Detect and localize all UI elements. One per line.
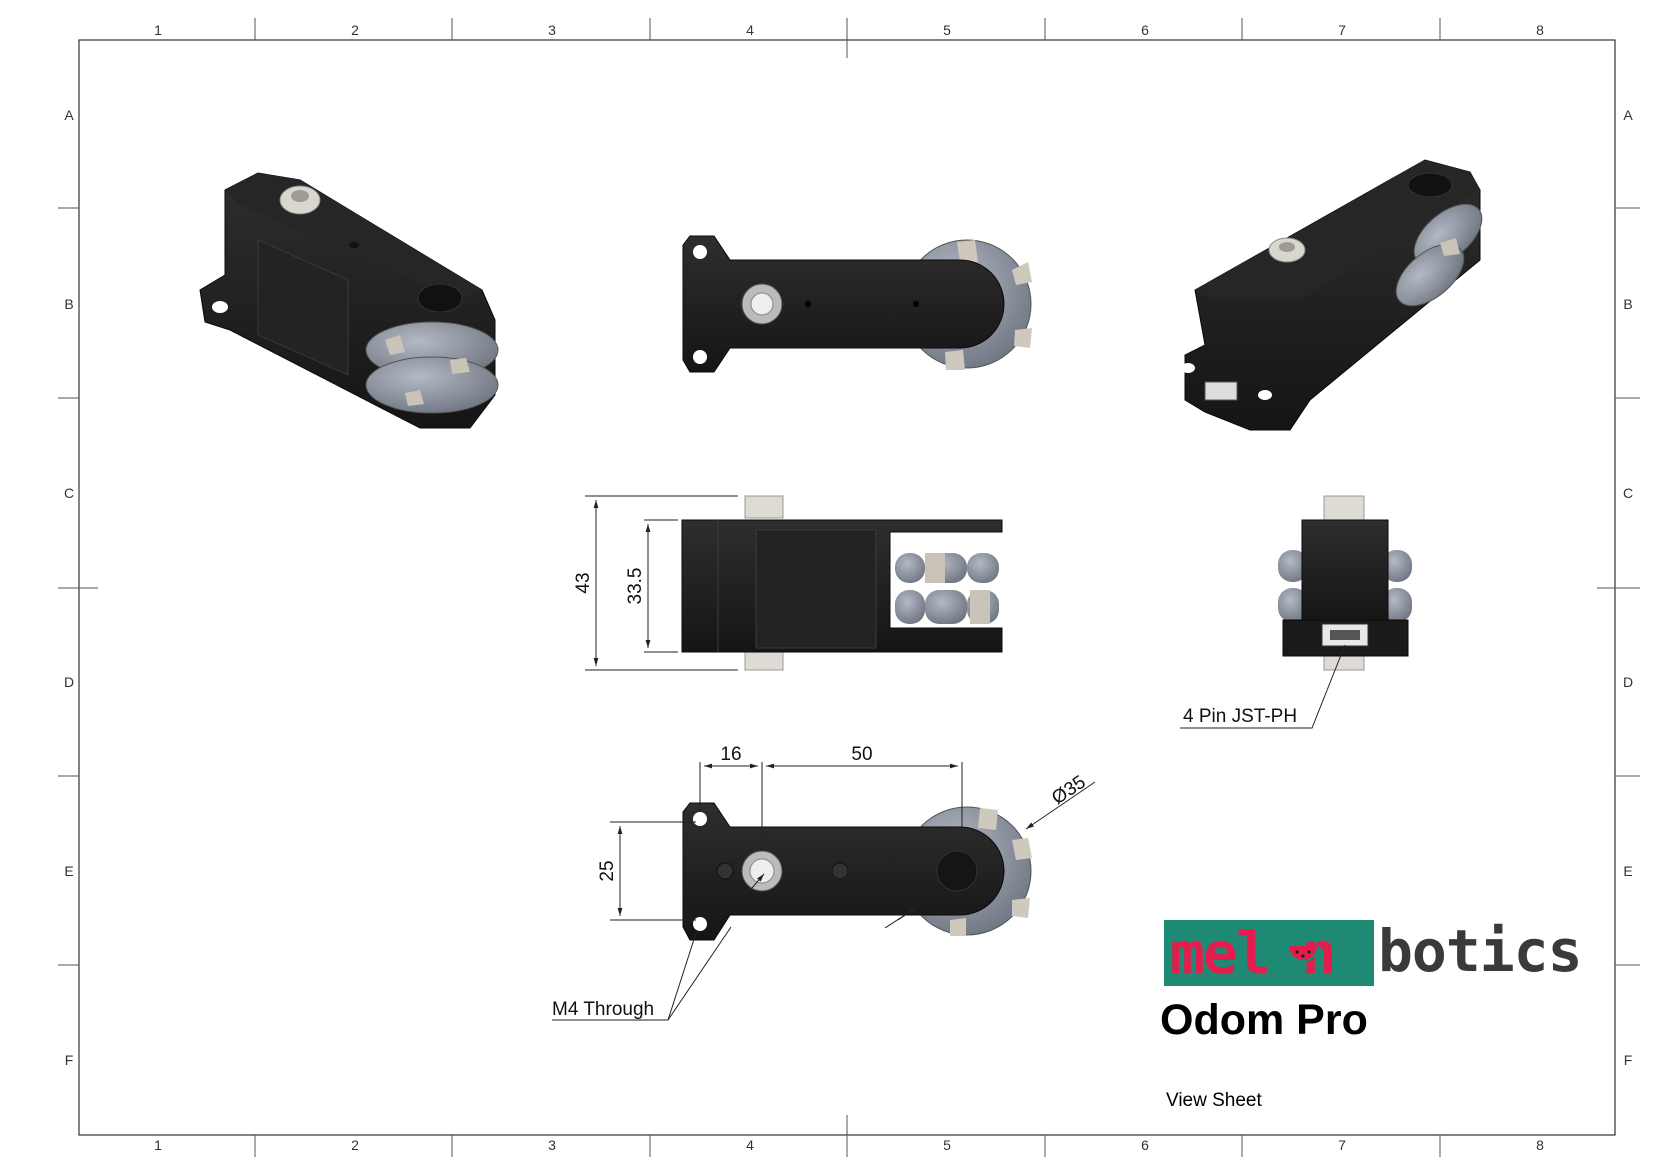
row-labels-right: A B C D E F (1623, 107, 1633, 1068)
col-label-bottom-7: 7 (1338, 1137, 1346, 1153)
logo-botics: botics (1378, 917, 1583, 985)
row-label-right-d: D (1623, 674, 1633, 690)
col-label-bottom-2: 2 (351, 1137, 359, 1153)
col-label-top-5: 5 (943, 22, 951, 38)
sheet-name: View Sheet (1166, 1090, 1262, 1111)
row-labels-left: A B C D E F (64, 107, 74, 1068)
iso-left-wheel (365, 321, 499, 414)
row-label-left-b: B (64, 296, 73, 312)
product-name: Odom Pro (1160, 996, 1368, 1044)
zone-ticks (58, 18, 1640, 1157)
col-label-bottom-4: 4 (746, 1137, 754, 1153)
row-label-left-c: C (64, 485, 74, 501)
col-label-top-8: 8 (1536, 22, 1544, 38)
row-label-left-a: A (64, 107, 74, 123)
row-label-right-e: E (1623, 863, 1632, 879)
dim-mount-width: 25 (597, 860, 618, 881)
iso-view-left (199, 172, 499, 429)
col-label-top-6: 6 (1141, 22, 1149, 38)
side-view (681, 495, 1003, 671)
iso-right-wheel (1395, 203, 1483, 307)
bottom-view-dimensions: 16 50 25 Ø35 (597, 744, 1096, 929)
row-label-right-a: A (1623, 107, 1633, 123)
col-label-top-2: 2 (351, 22, 359, 38)
top-view (682, 235, 1032, 373)
connector-label: 4 Pin JST-PH (1183, 706, 1297, 727)
end-view (1278, 495, 1412, 671)
col-label-top-3: 3 (548, 22, 556, 38)
col-label-bottom-6: 6 (1141, 1137, 1149, 1153)
col-label-bottom-1: 1 (154, 1137, 162, 1153)
connector-callout: 4 Pin JST-PH (1180, 644, 1346, 729)
logo-melon: mel n (1164, 920, 1374, 986)
dim-height-overall: 43 (573, 572, 594, 593)
watermelon-icon (1287, 945, 1319, 962)
column-labels-top: 1 2 3 4 5 6 7 8 (154, 22, 1544, 38)
row-label-left-f: F (65, 1052, 74, 1068)
dim-wheel-diameter: Ø35 (1048, 772, 1090, 809)
col-label-bottom-8: 8 (1536, 1137, 1544, 1153)
dim-height-body: 33.5 (625, 568, 646, 605)
col-label-top-4: 4 (746, 22, 754, 38)
column-labels-bottom: 1 2 3 4 5 6 7 8 (154, 1137, 1544, 1153)
col-label-bottom-5: 5 (943, 1137, 951, 1153)
row-label-right-f: F (1624, 1052, 1633, 1068)
bottom-view (682, 802, 1032, 941)
row-label-left-d: D (64, 674, 74, 690)
iso-view-right (1181, 159, 1483, 431)
row-label-left-e: E (64, 863, 73, 879)
row-label-right-c: C (1623, 485, 1633, 501)
row-label-right-b: B (1623, 296, 1632, 312)
mount-hole-callout: M4 Through (552, 926, 732, 1021)
mount-hole-label: M4 Through (552, 999, 654, 1020)
side-view-rollers (895, 553, 999, 624)
col-label-top-1: 1 (154, 22, 162, 38)
dim-arm-length: 50 (851, 744, 872, 765)
dim-offset-mount: 16 (720, 744, 741, 765)
col-label-top-7: 7 (1338, 22, 1346, 38)
side-view-dimensions: 43 33.5 (573, 495, 738, 671)
col-label-bottom-3: 3 (548, 1137, 556, 1153)
